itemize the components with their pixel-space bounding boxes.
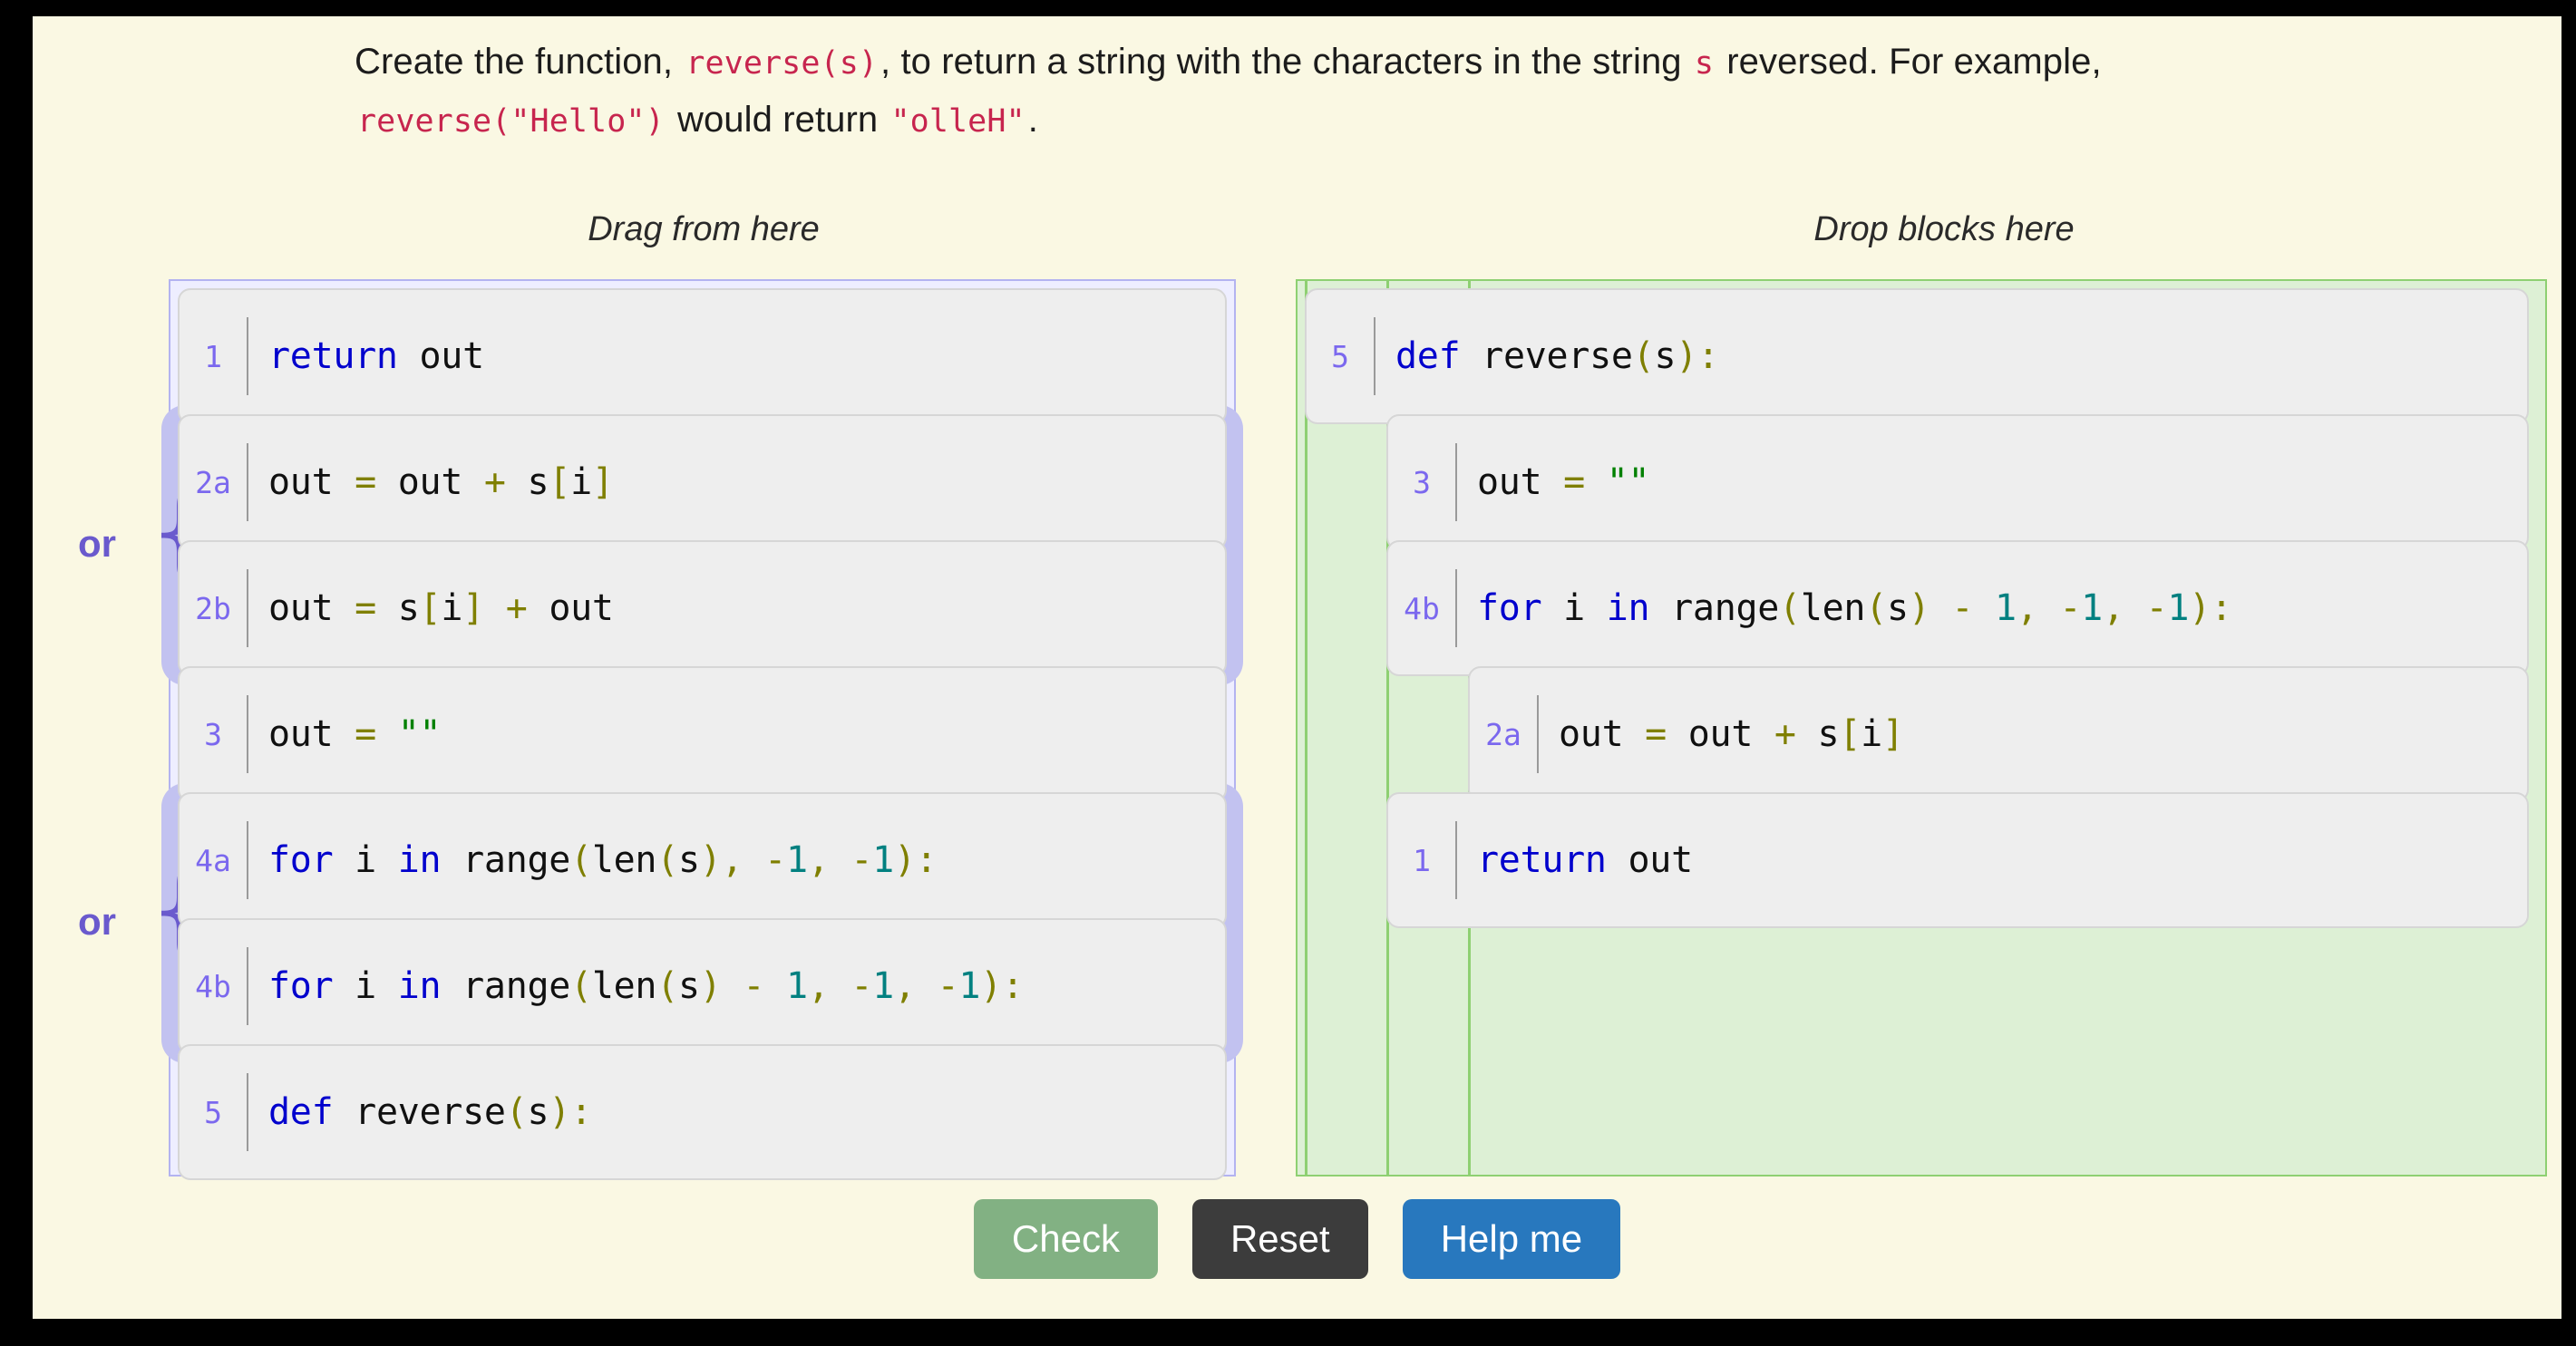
code-block-source-4a[interactable]: 4a for i in range(len(s), -1, -1): bbox=[178, 792, 1227, 928]
code-block-source-4b[interactable]: 4b for i in range(len(s) - 1, -1, -1): bbox=[178, 918, 1227, 1054]
block-divider bbox=[247, 569, 248, 647]
prompt-text-5: . bbox=[1027, 100, 1038, 140]
block-code-text: out = s[i] + out bbox=[268, 587, 614, 629]
block-line-number: 4a bbox=[195, 842, 231, 878]
block-line-number: 1 bbox=[1413, 842, 1431, 878]
code-block-drop-4b[interactable]: 4b for i in range(len(s) - 1, -1, -1): bbox=[1386, 540, 2529, 676]
reset-button[interactable]: Reset bbox=[1191, 1199, 1368, 1280]
source-panel-heading: Drag from here bbox=[588, 210, 820, 248]
code-block-source-1[interactable]: 1 return out bbox=[178, 288, 1227, 424]
prompt-text-3: reversed. For example, bbox=[1716, 42, 2102, 82]
block-divider bbox=[247, 317, 248, 395]
prompt-code-s: s bbox=[1694, 45, 1715, 82]
block-line-number: 3 bbox=[204, 716, 222, 752]
prompt-code-reverse-s: reverse(s) bbox=[685, 45, 879, 82]
block-divider bbox=[1374, 317, 1375, 395]
parsons-problem-app: Create the function, reverse(s), to retu… bbox=[33, 16, 2561, 1319]
prompt-code-olleh: "olleH" bbox=[890, 103, 1026, 140]
block-code-text: for i in range(len(s) - 1, -1, -1): bbox=[268, 965, 1024, 1007]
block-code-text: out = out + s[i] bbox=[1559, 713, 1904, 755]
block-line-number: 2a bbox=[195, 464, 231, 500]
code-block-source-2a[interactable]: 2a out = out + s[i] bbox=[178, 414, 1227, 550]
code-block-drop-1[interactable]: 1 return out bbox=[1386, 792, 2529, 928]
indent-guide-line-0 bbox=[1305, 281, 1307, 1175]
block-code-text: def reverse(s): bbox=[268, 1091, 592, 1133]
block-code-text: out = "" bbox=[268, 713, 442, 755]
block-divider bbox=[1537, 695, 1539, 773]
drop-panel-heading: Drop blocks here bbox=[1813, 210, 2075, 248]
check-button[interactable]: Check bbox=[973, 1199, 1158, 1280]
code-block-drop-5[interactable]: 5 def reverse(s): bbox=[1305, 288, 2529, 424]
block-code-text: for i in range(len(s), -1, -1): bbox=[268, 839, 938, 881]
problem-statement: Create the function, reverse(s), to retu… bbox=[355, 33, 2259, 149]
block-divider bbox=[247, 1073, 248, 1151]
or-label: or bbox=[78, 521, 116, 565]
prompt-text-1: Create the function, bbox=[355, 42, 684, 82]
block-line-number: 5 bbox=[204, 1094, 222, 1130]
block-divider bbox=[247, 821, 248, 899]
block-line-number: 2b bbox=[195, 590, 231, 626]
block-line-number: 1 bbox=[204, 338, 222, 374]
code-block-drop-2a[interactable]: 2a out = out + s[i] bbox=[1468, 666, 2529, 802]
block-code-text: def reverse(s): bbox=[1395, 335, 1719, 377]
code-block-drop-3[interactable]: 3 out = "" bbox=[1386, 414, 2529, 550]
or-label: or bbox=[78, 899, 116, 943]
block-line-number: 3 bbox=[1413, 464, 1431, 500]
block-line-number: 4b bbox=[1404, 590, 1440, 626]
block-line-number: 4b bbox=[195, 968, 231, 1004]
code-block-source-2b[interactable]: 2b out = s[i] + out bbox=[178, 540, 1227, 676]
prompt-text-2: , to return a string with the characters… bbox=[880, 42, 1692, 82]
block-code-text: return out bbox=[1477, 839, 1693, 881]
block-divider bbox=[1455, 569, 1457, 647]
block-code-text: out = "" bbox=[1477, 461, 1650, 503]
block-code-text: out = out + s[i] bbox=[268, 461, 614, 503]
block-divider bbox=[247, 695, 248, 773]
block-line-number: 5 bbox=[1331, 338, 1349, 374]
prompt-code-reverse-hello: reverse("Hello") bbox=[357, 103, 665, 140]
block-divider bbox=[1455, 443, 1457, 521]
help-me-button[interactable]: Help me bbox=[1402, 1199, 1621, 1280]
indent-guide-line-1 bbox=[1386, 281, 1389, 1175]
block-code-text: return out bbox=[268, 335, 484, 377]
block-divider bbox=[247, 947, 248, 1025]
block-divider bbox=[1455, 821, 1457, 899]
code-block-source-5[interactable]: 5 def reverse(s): bbox=[178, 1044, 1227, 1180]
code-block-source-3[interactable]: 3 out = "" bbox=[178, 666, 1227, 802]
prompt-text-4: would return bbox=[666, 100, 889, 140]
block-divider bbox=[247, 443, 248, 521]
block-line-number: 2a bbox=[1485, 716, 1521, 752]
block-code-text: for i in range(len(s) - 1, -1, -1): bbox=[1477, 587, 2232, 629]
action-button-bar: Check Reset Help me bbox=[33, 1199, 2561, 1280]
